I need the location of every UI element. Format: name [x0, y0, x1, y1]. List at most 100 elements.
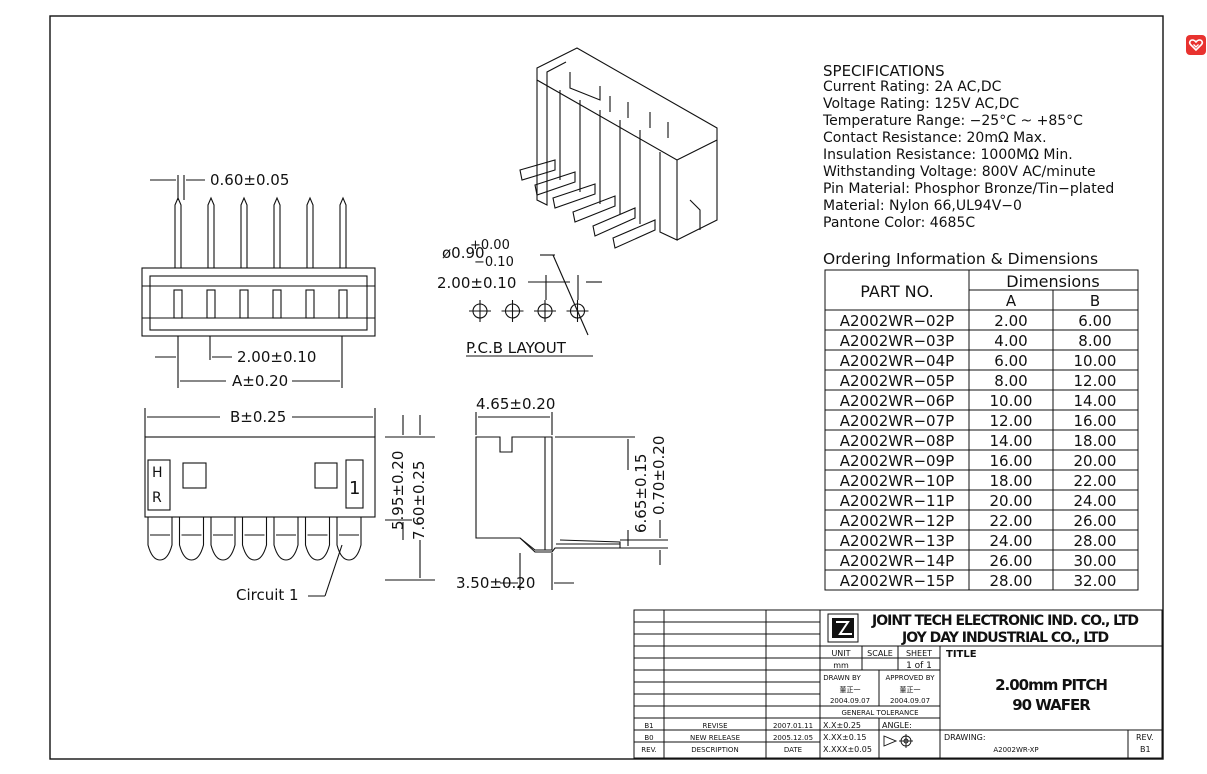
bottom-pin	[147, 517, 173, 561]
table-cell-b: 8.00	[1078, 332, 1111, 350]
spec-line: Temperature Range: −25°C ~ +85°C	[822, 113, 1083, 129]
company-logo-icon	[832, 618, 854, 638]
spec-line: Voltage Rating: 125V AC,DC	[823, 96, 1019, 112]
front-view	[141, 175, 376, 388]
side-view	[475, 412, 668, 590]
table-cell-a: 4.00	[994, 332, 1027, 350]
tolerance-3: X.XXX±0.05	[823, 745, 872, 754]
tolerance-1: X.X±0.25	[823, 721, 861, 730]
table-cell-part: A2002WR−14P	[840, 552, 954, 570]
header-pin	[174, 196, 182, 268]
dim-465: 4.65±0.20	[476, 395, 555, 413]
dim-350: 3.50±0.20	[456, 574, 535, 592]
table-cell-part: A2002WR−04P	[840, 352, 954, 370]
date-header: DATE	[784, 746, 802, 754]
bottom-pin	[241, 517, 268, 561]
col-part-no: PART NO.	[860, 282, 933, 301]
sheet-frame	[49, 15, 1164, 760]
table-cell-b: 12.00	[1074, 372, 1117, 390]
table-cell-a: 10.00	[990, 392, 1033, 410]
dim-pin-width: 0.60±0.05	[210, 171, 289, 189]
table-cell-a: 12.00	[990, 412, 1033, 430]
angle-label: ANGLE:	[882, 721, 912, 730]
table-cell-b: 24.00	[1074, 492, 1117, 510]
table-cell-part: A2002WR−08P	[840, 432, 954, 450]
hole-tol-top: +0.00	[470, 238, 510, 253]
approved-by-label: APPROVED BY	[885, 674, 935, 682]
dim-pcb-pitch: 2.00±0.10	[437, 274, 516, 292]
drawing-title-1: 2.00mm PITCH	[995, 676, 1107, 694]
ordering-title: Ordering Information & Dimensions	[823, 250, 1098, 268]
table-cell-b: 26.00	[1074, 512, 1117, 530]
table-cell-b: 14.00	[1074, 392, 1117, 410]
sheet-value: 1 of 1	[906, 661, 932, 671]
spec-line: Material: Nylon 66,UL94V−0	[823, 198, 1022, 214]
table-cell-b: 32.00	[1074, 572, 1117, 590]
table-cell-b: 30.00	[1074, 552, 1117, 570]
table-cell-part: A2002WR−13P	[840, 532, 954, 550]
title-label: TITLE	[946, 649, 977, 660]
revision-date: 2005.12.05	[773, 734, 813, 742]
revision-description: NEW RELEASE	[690, 734, 740, 742]
rev-header: REV.	[641, 746, 656, 754]
hole-tol-bottom: −0.10	[474, 255, 514, 270]
table-cell-part: A2002WR−12P	[840, 512, 954, 530]
bottom-pin	[273, 517, 299, 561]
sheet-label: SHEET	[906, 649, 932, 658]
heart-badge-icon[interactable]	[1186, 35, 1206, 55]
table-cell-b: 18.00	[1074, 432, 1117, 450]
spec-line: Withstanding Voltage: 800V AC/minute	[823, 164, 1096, 180]
col-a: A	[1006, 292, 1017, 310]
heart-icon	[1188, 39, 1204, 52]
circuit-label: Circuit 1	[236, 586, 299, 604]
dim-760: 7.60±0.25	[410, 461, 428, 540]
bottom-pin	[210, 517, 236, 561]
specifications: SPECIFICATIONS Current Rating: 2A AC,DCV…	[822, 62, 1114, 231]
pin-slot	[305, 289, 315, 319]
drawing-title-2: 90 WAFER	[1012, 696, 1091, 714]
bottom-pin	[304, 517, 331, 561]
revision-description: REVISE	[702, 722, 727, 730]
rev-label: REV.	[1136, 733, 1154, 742]
top-view	[144, 408, 435, 597]
logo-h: H	[152, 465, 163, 481]
revision-code: B1	[644, 722, 653, 730]
pin-slot	[206, 289, 216, 319]
bottom-pin	[336, 517, 362, 561]
pin-slot	[272, 289, 282, 319]
rev-value: B1	[1140, 745, 1151, 754]
header-pin	[306, 196, 314, 268]
spec-line: Contact Resistance: 20mΩ Max.	[823, 130, 1047, 146]
scale-label: SCALE	[867, 649, 893, 658]
table-cell-a: 20.00	[990, 492, 1033, 510]
title-block	[633, 609, 1163, 759]
approved-signature: 董正一	[900, 685, 921, 694]
specs-title: SPECIFICATIONS	[823, 62, 945, 80]
table-cell-a: 26.00	[990, 552, 1033, 570]
drawn-signature: 董正一	[840, 685, 861, 694]
isometric-view	[519, 47, 718, 249]
table-cell-b: 6.00	[1078, 312, 1111, 330]
pin-one-mark: 1	[349, 478, 360, 499]
drawing-number: A2002WR-XP	[993, 746, 1038, 754]
dim-070: 0.70±0.20	[650, 436, 668, 515]
col-dimensions: Dimensions	[1006, 272, 1099, 291]
col-b: B	[1090, 292, 1100, 310]
table-cell-b: 10.00	[1074, 352, 1117, 370]
revision-date: 2007.01.11	[773, 722, 813, 730]
general-tolerance-label: GENERAL TOLERANCE	[841, 709, 918, 717]
drawn-by-label: DRAWN BY	[823, 674, 861, 682]
table-cell-a: 6.00	[994, 352, 1027, 370]
table-cell-part: A2002WR−11P	[840, 492, 954, 510]
table-cell-part: A2002WR−03P	[840, 332, 954, 350]
company-name-2: JOY DAY INDUSTRIAL CO., LTD	[901, 630, 1108, 646]
table-cell-a: 2.00	[994, 312, 1027, 330]
approved-date: 2004.09.07	[890, 697, 930, 705]
header-pin	[207, 196, 215, 268]
dim-b: B±0.25	[230, 408, 286, 426]
hole-diameter: ø0.90	[442, 244, 485, 262]
spec-line: Current Rating: 2A AC,DC	[823, 79, 1002, 95]
pin-slot	[338, 289, 348, 319]
table-cell-part: A2002WR−05P	[840, 372, 954, 390]
dim-665: 6.65±0.15	[632, 454, 650, 533]
